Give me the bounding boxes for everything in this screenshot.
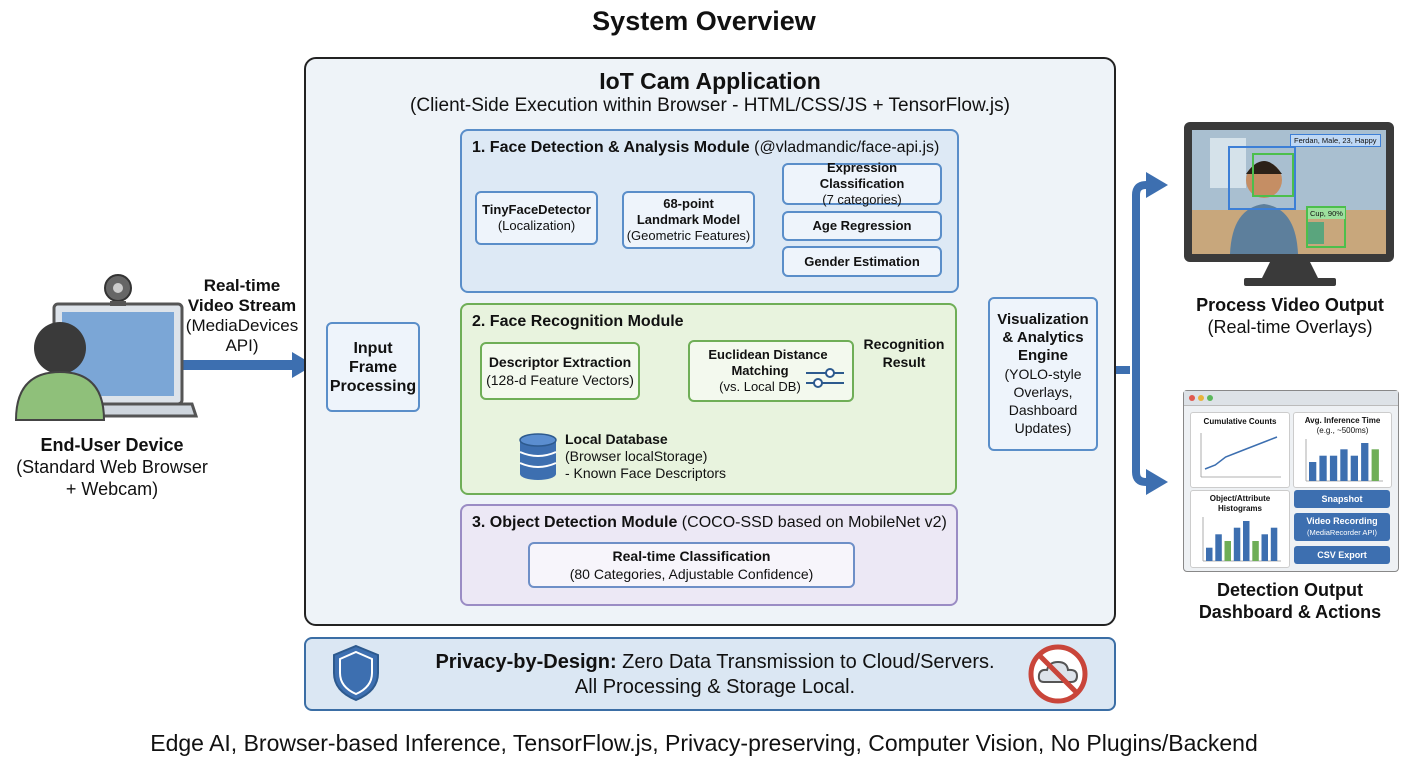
slider-icon xyxy=(806,368,844,388)
realtime-classification-box: Real-time Classification (80 Categories,… xyxy=(528,542,855,588)
database-icon xyxy=(519,433,557,480)
inference-bar xyxy=(1340,449,1348,481)
laptop-user-icon xyxy=(14,274,199,421)
minimize-dot-icon xyxy=(1198,395,1204,401)
cup-bounding-box xyxy=(1306,206,1346,248)
video-stream-label: Real-time Video Stream (MediaDevices API… xyxy=(185,276,299,355)
module3-title: 3. Object Detection Module (COCO-SSD bas… xyxy=(472,514,947,531)
visualization-engine-box: Visualization & Analytics Engine (YOLO-s… xyxy=(988,297,1098,451)
close-dot-icon xyxy=(1189,395,1195,401)
dashboard-label: Detection Output Dashboard & Actions xyxy=(1198,580,1382,622)
histogram-bar xyxy=(1243,521,1250,561)
inference-bar xyxy=(1309,462,1317,481)
histogram-chart xyxy=(1202,517,1281,562)
app-subtitle: (Client-Side Execution within Browser - … xyxy=(410,95,1010,116)
histogram-bar xyxy=(1270,527,1278,561)
local-database-label: Local Database (Browser localStorage) - … xyxy=(565,431,727,481)
face-inner-box xyxy=(1252,153,1294,197)
inference-time-title: Avg. Inference Time (e.g., ~500ms) xyxy=(1304,416,1381,435)
video-output-label: Process Video Output (Real-time Overlays… xyxy=(1196,295,1384,337)
input-frame-processing-box: Input Frame Processing xyxy=(326,322,420,412)
privacy-banner xyxy=(304,637,1116,711)
maximize-dot-icon xyxy=(1207,395,1213,401)
cup-overlay-tag: Cup, 90% xyxy=(1308,208,1345,219)
descriptor-extraction-box: Descriptor Extraction (128-d Feature Vec… xyxy=(480,342,640,400)
recognition-result-label: Recognition Result xyxy=(863,336,945,370)
inference-time-card: Avg. Inference Time (e.g., ~500ms) xyxy=(1293,412,1392,488)
inference-bar xyxy=(1319,455,1327,481)
histogram-bar xyxy=(1261,534,1268,561)
histogram-bar xyxy=(1233,527,1241,561)
histogram-bar xyxy=(1252,541,1259,561)
snapshot-button[interactable]: Snapshot xyxy=(1294,490,1390,508)
module2-title: 2. Face Recognition Module xyxy=(472,313,684,330)
histogram-card: Object/Attribute Histograms xyxy=(1190,490,1290,568)
app-title: IoT Cam Application xyxy=(599,68,821,94)
cumulative-counts-card: Cumulative Counts xyxy=(1190,412,1290,488)
landmark-model-box: 68-point Landmark Model (Geometric Featu… xyxy=(622,191,755,249)
video-recording-button[interactable]: Video Recording (MediaRecorder API) xyxy=(1294,513,1390,541)
page-title: System Overview xyxy=(592,6,816,36)
tiny-face-detector-box: TinyFaceDetector (Localization) xyxy=(475,191,598,245)
monitor-video-output xyxy=(1184,122,1394,286)
dashboard-titlebar xyxy=(1184,391,1398,406)
inference-time-chart xyxy=(1305,439,1383,482)
age-regression-box: Age Regression xyxy=(782,211,942,241)
shield-icon xyxy=(333,644,379,702)
privacy-text: Privacy-by-Design: Zero Data Transmissio… xyxy=(435,651,995,698)
cumulative-line xyxy=(1204,436,1278,470)
inference-bar xyxy=(1329,455,1338,481)
histogram-bar xyxy=(1224,541,1231,561)
cumulative-counts-chart xyxy=(1200,433,1281,478)
histogram-title: Object/Attribute Histograms xyxy=(1209,494,1271,513)
no-cloud-icon xyxy=(1028,644,1088,704)
csv-export-button[interactable]: CSV Export xyxy=(1294,546,1390,564)
inference-bar xyxy=(1350,455,1358,481)
histogram-bar xyxy=(1206,547,1213,561)
end-user-device-label: End-User Device (Standard Web Browser + … xyxy=(16,435,208,499)
face-bounding-box xyxy=(1228,146,1296,210)
expression-classification-box: Expression Classification (7 categories) xyxy=(782,160,942,207)
gender-estimation-box: Gender Estimation xyxy=(782,246,942,277)
inference-bar xyxy=(1371,449,1379,481)
module1-title: 1. Face Detection & Analysis Module (@vl… xyxy=(472,139,940,156)
inference-bar xyxy=(1361,443,1369,481)
cumulative-counts-title: Cumulative Counts xyxy=(1203,417,1277,426)
histogram-bar xyxy=(1215,534,1222,561)
keywords-footer: Edge AI, Browser-based Inference, Tensor… xyxy=(150,730,1258,756)
face-overlay-tag: Ferdan, Male, 23, Happy xyxy=(1290,134,1381,147)
